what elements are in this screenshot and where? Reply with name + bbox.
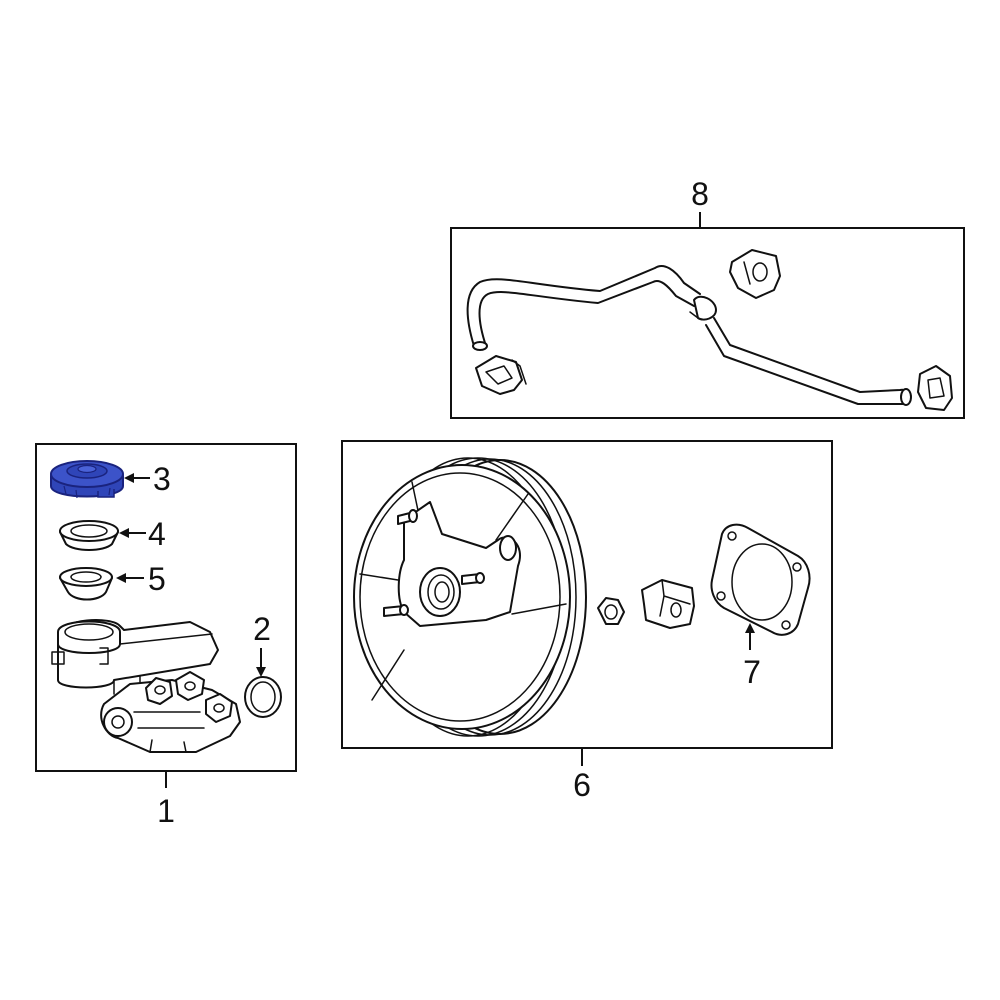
hose-clip-top[interactable] — [729, 249, 781, 299]
group-vacuum-hose: 8 — [450, 176, 965, 419]
frame-brake-booster — [341, 440, 833, 749]
vacuum-hose[interactable] — [466, 264, 912, 406]
reservoir-strainer[interactable] — [59, 520, 119, 551]
arrowhead-2 — [256, 667, 266, 677]
arrowhead-3 — [124, 473, 134, 483]
callout-7[interactable]: 7 — [743, 654, 761, 690]
brake-booster[interactable] — [353, 457, 587, 737]
master-cylinder-o-ring[interactable] — [244, 676, 282, 718]
callout-5[interactable]: 5 — [148, 561, 166, 597]
frame-vacuum-hose — [450, 227, 965, 419]
hose-clip-right[interactable] — [917, 365, 953, 411]
group-master-cylinder: 1 3 4 5 — [35, 443, 297, 829]
booster-spacer[interactable] — [641, 579, 695, 629]
callout-3[interactable]: 3 — [153, 461, 171, 497]
reservoir-cap[interactable] — [50, 460, 124, 499]
arrowhead-5 — [116, 573, 126, 583]
callout-2[interactable]: 2 — [253, 611, 271, 647]
callout-8[interactable]: 8 — [691, 176, 709, 212]
booster-nut[interactable] — [597, 597, 625, 625]
arrowhead-7 — [745, 623, 755, 633]
master-cylinder-body[interactable] — [51, 619, 241, 753]
reservoir-seal[interactable] — [59, 567, 113, 601]
hose-clip-left[interactable] — [475, 355, 527, 395]
callout-6[interactable]: 6 — [573, 767, 591, 803]
group-brake-booster: 6 — [341, 440, 833, 803]
booster-gasket[interactable] — [710, 523, 811, 636]
callout-4[interactable]: 4 — [148, 516, 166, 552]
callout-1[interactable]: 1 — [157, 793, 175, 829]
arrowhead-4 — [119, 528, 129, 538]
